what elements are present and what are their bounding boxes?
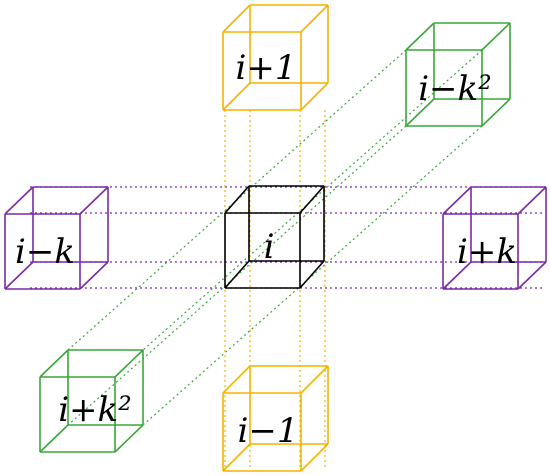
cube-front-depth-edge [39, 424, 69, 453]
cube-center-depth-edge [224, 260, 250, 289]
cube-front: i+k² [39, 349, 144, 453]
cube-right-depth-edge [442, 186, 472, 215]
cube-back-edges [405, 22, 511, 127]
connection-guides [30, 49, 545, 470]
cube-left-edges [4, 186, 109, 290]
cube-right-depth-edge [517, 261, 547, 290]
cube-right-depth-edge [442, 261, 472, 290]
cube-down-edges [222, 365, 329, 472]
cube-down: i−1 [222, 365, 329, 472]
cube-down-depth-edge [222, 365, 251, 394]
cube-down-depth-edge [300, 365, 329, 394]
cube-up-label: i+1 [236, 48, 297, 88]
cube-left-depth-edge [4, 261, 34, 290]
cube-up-depth-edge [300, 4, 329, 33]
cube-up-depth-edge [222, 82, 251, 111]
cube-left: i−k [4, 186, 109, 290]
cube-right-label: i+k [457, 232, 517, 272]
cube-left-depth-edge [4, 186, 34, 215]
cube-back-depth-edge [405, 22, 435, 51]
cube-back-label: i−k² [418, 69, 492, 109]
cube-left-depth-edge [79, 261, 109, 290]
cube-center-depth-edge [299, 260, 325, 289]
cube-up-edges [222, 4, 329, 111]
cube-front-edges [39, 349, 144, 453]
guide-diagonal [142, 125, 483, 426]
cube-front-depth-edge [114, 424, 144, 453]
cube-down-depth-edge [300, 443, 329, 472]
cube-left-label: i−k [15, 232, 75, 272]
cube-up-depth-edge [222, 4, 251, 33]
cube-center: i [224, 185, 325, 289]
cube-back-depth-edge [481, 98, 511, 127]
cube-right-depth-edge [517, 186, 547, 215]
cube-right: i+k [442, 186, 547, 290]
cube-center-label: i [264, 227, 275, 267]
cube-front-label: i+k² [58, 390, 132, 430]
cube-right-edges [442, 186, 547, 290]
cube-down-depth-edge [222, 443, 251, 472]
cube-front-depth-edge [39, 349, 69, 378]
cube-left-depth-edge [79, 186, 109, 215]
cube-front-depth-edge [114, 349, 144, 378]
cube-up: i+1 [222, 4, 329, 111]
cube-center-edges [224, 185, 325, 289]
cube-up-depth-edge [300, 82, 329, 111]
cube-back-depth-edge [481, 22, 511, 51]
cube-center-depth-edge [224, 185, 250, 214]
cube-center-depth-edge [299, 185, 325, 214]
cube-down-label: i−1 [238, 411, 299, 451]
cube-back-depth-edge [405, 98, 435, 127]
cube-back: i−k² [405, 22, 511, 127]
